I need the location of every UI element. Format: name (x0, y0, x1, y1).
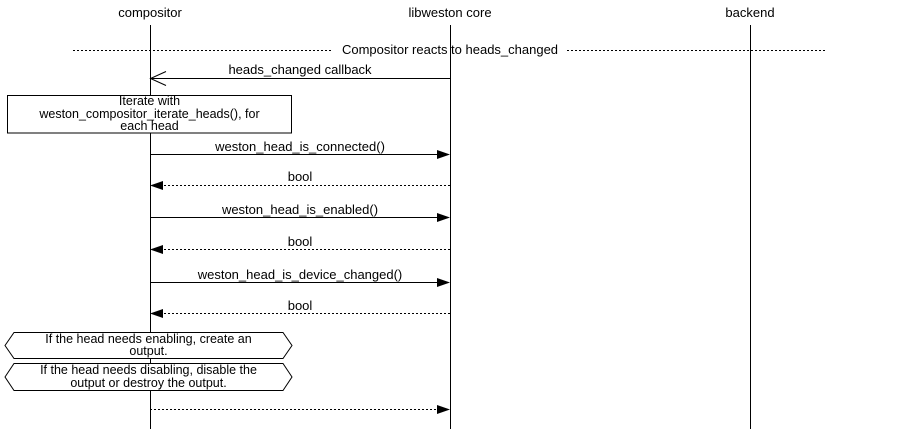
message-label-head-is-connected: weston_head_is_connected() (215, 139, 385, 154)
filled-arrowhead-left-icon (150, 181, 163, 190)
disable-condition-text: If the head needs disabling, disable the… (40, 363, 257, 390)
message-label-bool-1: bool (287, 169, 313, 184)
open-arrowhead-left-icon (149, 71, 167, 86)
iterate-note-box (7, 95, 292, 134)
participant-backend: backend (725, 5, 775, 20)
filled-arrowhead-left-icon (150, 245, 163, 254)
iterate-note-text: Iterate with weston_compositor_iterate_h… (39, 94, 260, 134)
filled-arrowhead-right-icon (437, 405, 450, 414)
divider-label: Compositor reacts to heads_changed (341, 42, 559, 57)
message-label-bool-2: bool (287, 234, 313, 249)
enable-condition-hexagon (4, 332, 293, 359)
filled-arrowhead-right-icon (437, 278, 450, 287)
message-label-bool-3: bool (287, 298, 313, 313)
disable-condition-hexagon (4, 363, 293, 391)
participant-compositor: compositor (118, 5, 182, 20)
message-label-head-is-enabled: weston_head_is_enabled() (221, 202, 379, 217)
filled-arrowhead-left-icon (150, 309, 163, 318)
message-label-head-is-device-changed: weston_head_is_device_changed() (197, 267, 403, 282)
message-label-heads-changed-callback: heads_changed callback (228, 62, 372, 77)
filled-arrowhead-right-icon (437, 150, 450, 159)
filled-arrowhead-right-icon (437, 213, 450, 222)
enable-condition-text: If the head needs enabling, create an ou… (45, 331, 252, 358)
participant-libweston-core: libweston core (408, 5, 492, 20)
